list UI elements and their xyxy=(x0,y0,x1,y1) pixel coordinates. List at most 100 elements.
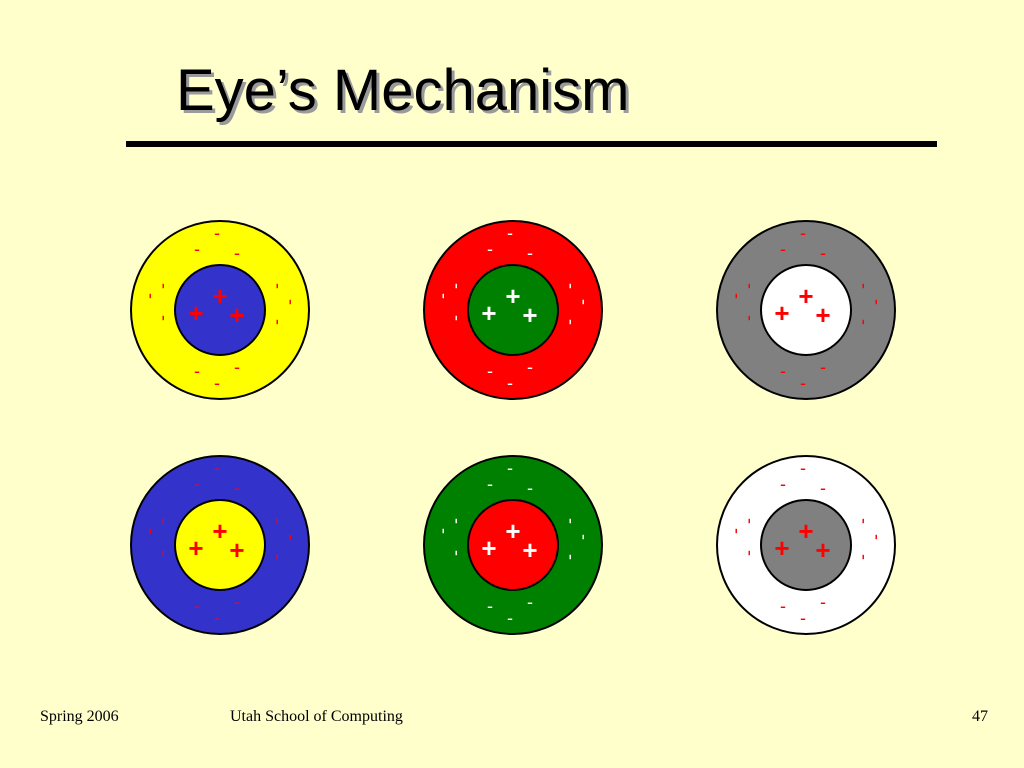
surround-minus-sign: - xyxy=(740,283,760,289)
surround-minus-sign: - xyxy=(800,223,806,243)
surround-minus-sign: - xyxy=(234,243,240,263)
surround-minus-sign: - xyxy=(281,299,301,305)
surround-minus-sign: - xyxy=(214,608,220,628)
surround-minus-sign: - xyxy=(507,223,513,243)
surround-minus-sign: - xyxy=(214,458,220,478)
surround-minus-sign: - xyxy=(727,528,747,534)
center-plus-sign: + xyxy=(481,533,496,563)
surround-minus-sign: - xyxy=(507,608,513,628)
center-plus-sign: + xyxy=(229,535,244,565)
surround-minus-sign: - xyxy=(780,361,786,381)
center-plus-sign: + xyxy=(798,281,813,311)
surround-minus-sign: - xyxy=(447,550,467,556)
surround-minus-sign: - xyxy=(780,239,786,259)
surround-minus-sign: - xyxy=(141,528,161,534)
center-plus-sign: + xyxy=(815,300,830,330)
surround-minus-sign: - xyxy=(214,373,220,393)
surround-minus-sign: - xyxy=(527,357,533,377)
surround-minus-sign: - xyxy=(434,293,454,299)
center-plus-sign: + xyxy=(188,298,203,328)
center-plus-sign: + xyxy=(229,300,244,330)
surround-minus-sign: - xyxy=(234,478,240,498)
surround-minus-sign: - xyxy=(867,299,887,305)
surround-minus-sign: - xyxy=(194,361,200,381)
surround-minus-sign: - xyxy=(154,283,174,289)
center-plus-sign: + xyxy=(522,300,537,330)
surround-minus-sign: - xyxy=(820,478,826,498)
center-disk xyxy=(467,264,559,356)
surround-minus-sign: - xyxy=(780,596,786,616)
surround-minus-sign: - xyxy=(867,534,887,540)
center-plus-sign: + xyxy=(212,516,227,546)
surround-minus-sign: - xyxy=(854,554,874,560)
center-plus-sign: + xyxy=(774,533,789,563)
surround-minus-sign: - xyxy=(561,319,581,325)
surround-minus-sign: - xyxy=(800,608,806,628)
center-plus-sign: + xyxy=(798,516,813,546)
center-disk xyxy=(760,264,852,356)
surround-minus-sign: - xyxy=(434,528,454,534)
center-plus-sign: + xyxy=(212,281,227,311)
surround-minus-sign: - xyxy=(820,357,826,377)
title-underline xyxy=(126,141,937,147)
surround-minus-sign: - xyxy=(214,223,220,243)
receptive-field-white-surround-gray-center: +++------------ xyxy=(716,455,896,635)
surround-minus-sign: - xyxy=(854,518,874,524)
center-plus-sign: + xyxy=(774,298,789,328)
surround-minus-sign: - xyxy=(820,592,826,612)
surround-minus-sign: - xyxy=(780,474,786,494)
surround-minus-sign: - xyxy=(800,458,806,478)
surround-minus-sign: - xyxy=(194,596,200,616)
surround-minus-sign: - xyxy=(561,283,581,289)
surround-minus-sign: - xyxy=(141,293,161,299)
footer-page-number: 47 xyxy=(972,708,988,725)
slide-title: Eye’s Mechanism xyxy=(176,58,630,123)
surround-minus-sign: - xyxy=(854,319,874,325)
receptive-field-yellow-surround-blue-center: +++------------ xyxy=(130,220,310,400)
surround-minus-sign: - xyxy=(154,315,174,321)
surround-minus-sign: - xyxy=(574,534,594,540)
center-plus-sign: + xyxy=(188,533,203,563)
surround-minus-sign: - xyxy=(268,518,288,524)
surround-minus-sign: - xyxy=(487,239,493,259)
surround-minus-sign: - xyxy=(820,243,826,263)
receptive-field-green-surround-red-center: +++------------ xyxy=(423,455,603,635)
center-plus-sign: + xyxy=(815,535,830,565)
surround-minus-sign: - xyxy=(487,596,493,616)
surround-minus-sign: - xyxy=(740,550,760,556)
surround-minus-sign: - xyxy=(854,283,874,289)
center-disk xyxy=(174,264,266,356)
surround-minus-sign: - xyxy=(561,518,581,524)
center-disk xyxy=(760,499,852,591)
surround-minus-sign: - xyxy=(561,554,581,560)
surround-minus-sign: - xyxy=(574,299,594,305)
surround-minus-sign: - xyxy=(268,319,288,325)
surround-minus-sign: - xyxy=(487,361,493,381)
surround-minus-sign: - xyxy=(527,243,533,263)
surround-minus-sign: - xyxy=(507,373,513,393)
surround-minus-sign: - xyxy=(234,357,240,377)
receptive-field-red-surround-green-center: +++------------ xyxy=(423,220,603,400)
surround-minus-sign: - xyxy=(447,315,467,321)
surround-minus-sign: - xyxy=(507,458,513,478)
surround-minus-sign: - xyxy=(527,592,533,612)
surround-minus-sign: - xyxy=(447,518,467,524)
footer-date: Spring 2006 xyxy=(40,708,119,725)
receptive-field-gray-surround-white-center: +++------------ xyxy=(716,220,896,400)
surround-minus-sign: - xyxy=(800,373,806,393)
receptive-field-blue-surround-yellow-center: +++------------ xyxy=(130,455,310,635)
center-disk xyxy=(174,499,266,591)
surround-minus-sign: - xyxy=(154,518,174,524)
surround-minus-sign: - xyxy=(447,283,467,289)
center-plus-sign: + xyxy=(505,281,520,311)
center-plus-sign: + xyxy=(481,298,496,328)
center-plus-sign: + xyxy=(522,535,537,565)
surround-minus-sign: - xyxy=(527,478,533,498)
surround-minus-sign: - xyxy=(194,239,200,259)
footer-institution: Utah School of Computing xyxy=(230,708,403,725)
surround-minus-sign: - xyxy=(268,283,288,289)
surround-minus-sign: - xyxy=(194,474,200,494)
center-plus-sign: + xyxy=(505,516,520,546)
surround-minus-sign: - xyxy=(727,293,747,299)
